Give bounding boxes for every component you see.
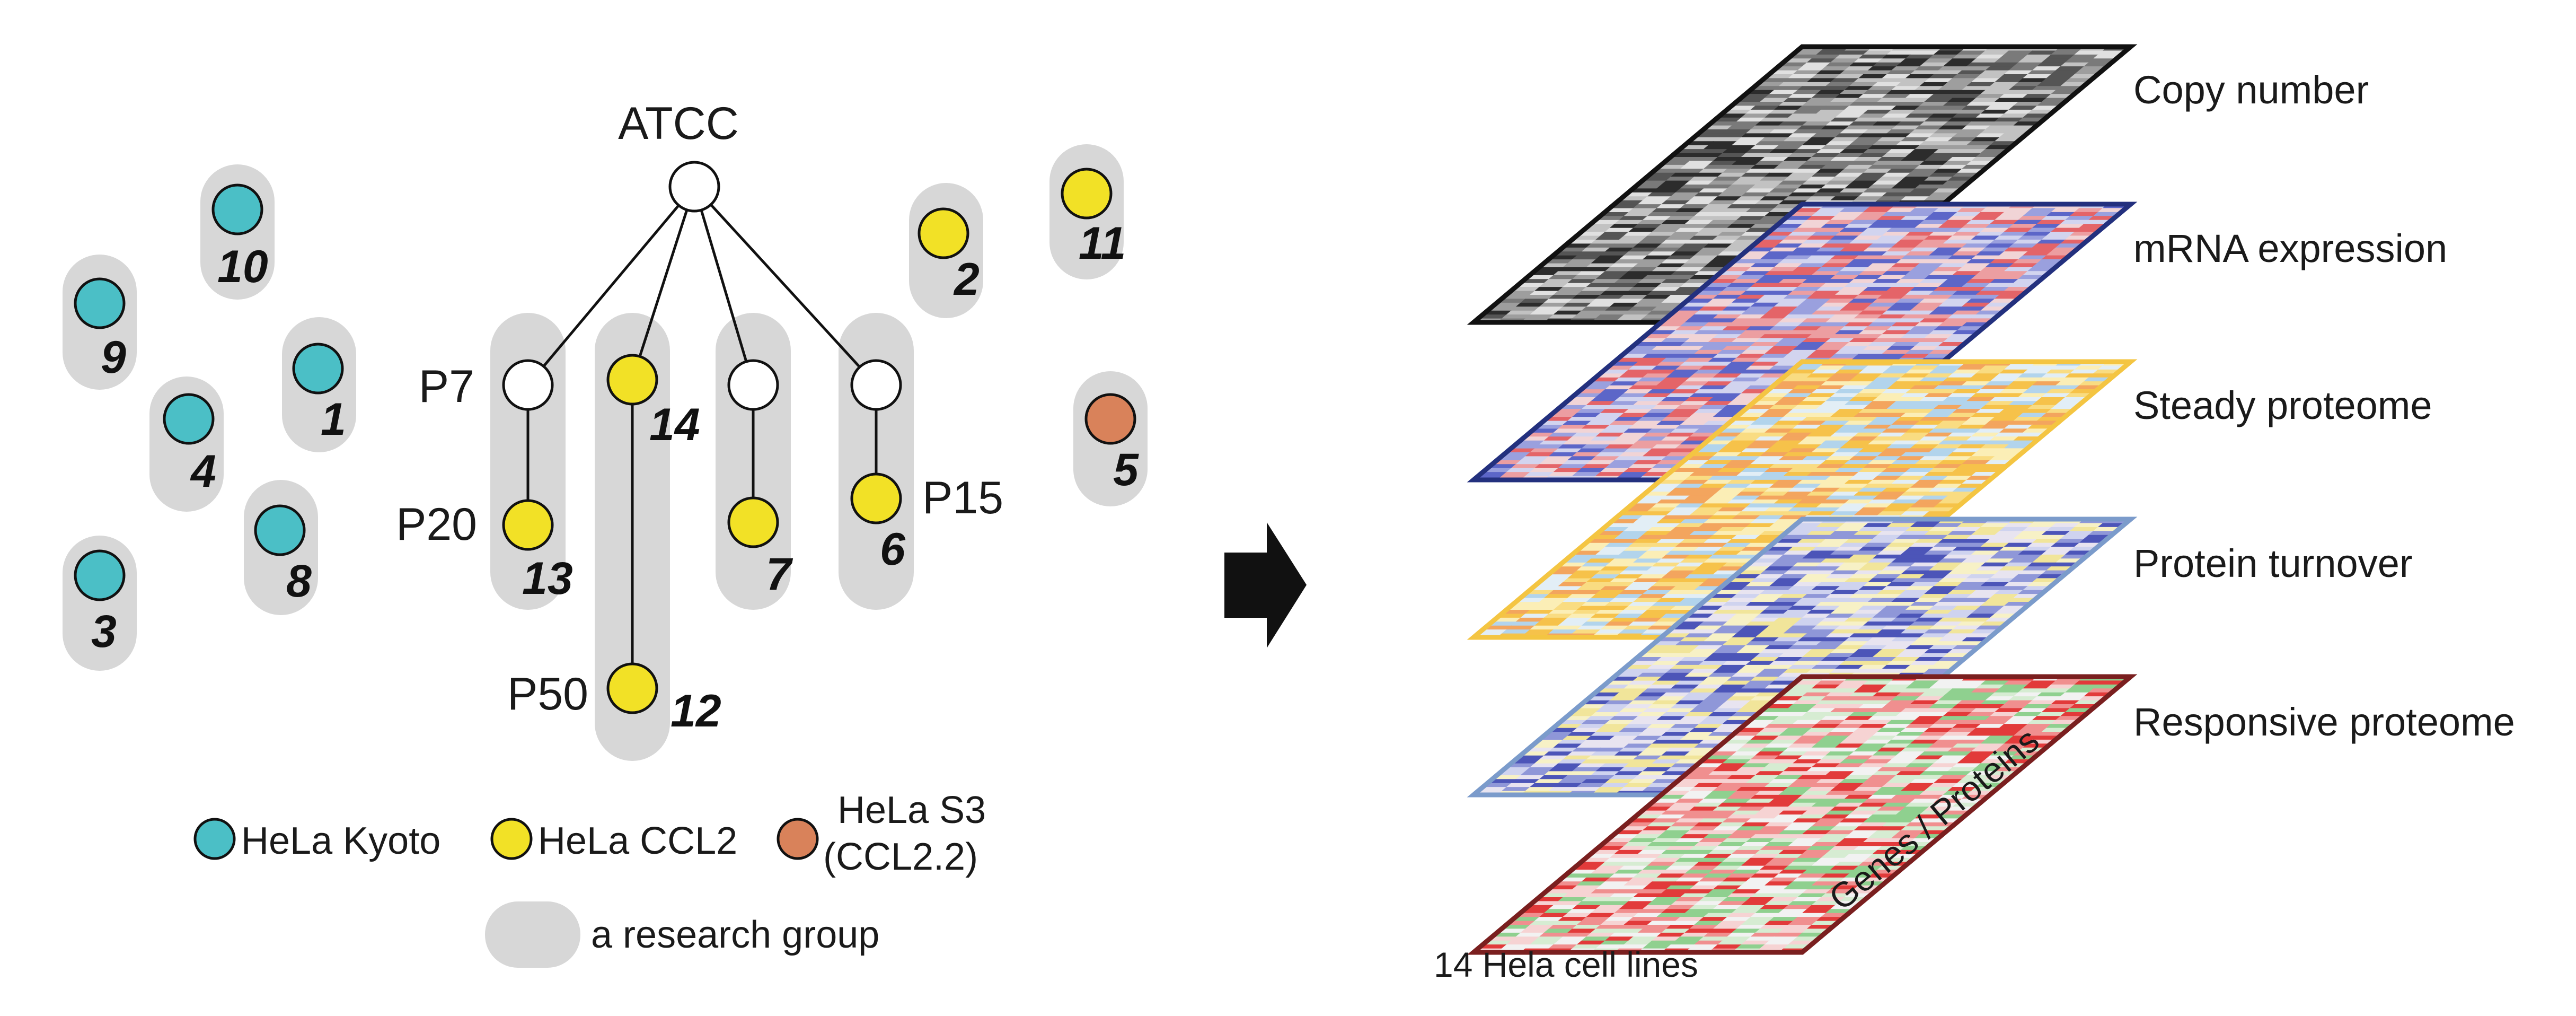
cell-number-7: 7 bbox=[766, 549, 793, 600]
passage-label-p50: P50 bbox=[507, 669, 588, 720]
cell-node-1 bbox=[292, 343, 344, 395]
cell-node-12 bbox=[606, 662, 658, 714]
cell-node-9 bbox=[74, 277, 126, 329]
legend-ccl2-swatch bbox=[490, 818, 533, 860]
passage-label-p7: P7 bbox=[419, 361, 474, 412]
cell-number-2: 2 bbox=[953, 254, 980, 305]
cell-node-8 bbox=[254, 504, 306, 556]
legend-group-swatch bbox=[485, 901, 580, 968]
cell-number-10: 10 bbox=[217, 241, 268, 292]
layer-border-responsive bbox=[1467, 674, 2138, 955]
atcc-label: ATCC bbox=[618, 98, 739, 149]
cell-node-11 bbox=[1061, 168, 1113, 220]
layer-label-mrna: mRNA expression bbox=[2133, 226, 2447, 270]
passage-label-p15: P15 bbox=[922, 472, 1003, 523]
legend: HeLa Kyoto HeLa CCL2 HeLa S3 (CCL2.2) a … bbox=[193, 789, 986, 968]
legend-s3-label-line2: (CCL2.2) bbox=[823, 836, 978, 878]
p15-node bbox=[850, 359, 902, 411]
cell-line-diagram: ATCC P7 P20 P50 P15 14 13 12 7 6 10 9 1 bbox=[63, 98, 1148, 968]
data-layers-panel: Copy number mRNA expression Steady prote… bbox=[1434, 44, 2515, 984]
legend-ccl2-label: HeLa CCL2 bbox=[538, 820, 737, 862]
passage-label-p20: P20 bbox=[396, 499, 477, 550]
atcc-node bbox=[668, 161, 720, 213]
cell-number-1: 1 bbox=[321, 394, 346, 445]
cell-number-12: 12 bbox=[671, 686, 721, 737]
legend-s3-swatch bbox=[777, 818, 819, 860]
cell-number-5: 5 bbox=[1113, 444, 1139, 495]
layer-label-turnover: Protein turnover bbox=[2133, 541, 2413, 585]
cell-node-5 bbox=[1084, 393, 1136, 445]
layer-label-responsive: Responsive proteome bbox=[2133, 700, 2515, 744]
cell-number-13: 13 bbox=[522, 553, 573, 604]
cell-node-3 bbox=[74, 549, 126, 601]
p7-node bbox=[502, 359, 554, 411]
p7b-node bbox=[727, 359, 779, 411]
cell-number-14: 14 bbox=[649, 399, 700, 450]
layer-label-copy: Copy number bbox=[2133, 68, 2369, 112]
cell-node-13 bbox=[502, 499, 554, 551]
cell-node-7 bbox=[727, 496, 779, 548]
cell-number-9: 9 bbox=[101, 332, 126, 383]
legend-group-label: a research group bbox=[591, 914, 879, 956]
cell-node-2 bbox=[918, 207, 969, 259]
cell-number-3: 3 bbox=[91, 606, 117, 657]
cell-number-4: 4 bbox=[190, 446, 216, 497]
cell-number-6: 6 bbox=[880, 524, 906, 575]
tree-edges bbox=[526, 186, 878, 688]
cell-node-14 bbox=[606, 354, 658, 406]
cell-node-4 bbox=[163, 393, 215, 445]
legend-kyoto-label: HeLa Kyoto bbox=[241, 820, 440, 862]
cell-number-11: 11 bbox=[1079, 218, 1126, 269]
x-axis-label: 14 Hela cell lines bbox=[1434, 945, 1698, 984]
cell-node-6 bbox=[850, 472, 902, 524]
cell-number-8: 8 bbox=[286, 556, 312, 607]
right-arrow-icon bbox=[1224, 522, 1307, 648]
legend-s3-label-line1: HeLa S3 bbox=[837, 789, 986, 831]
legend-kyoto-swatch bbox=[193, 818, 236, 860]
layer-label-steady: Steady proteome bbox=[2133, 383, 2432, 427]
cell-node-10 bbox=[211, 183, 263, 235]
layer-stack bbox=[1467, 44, 2138, 955]
